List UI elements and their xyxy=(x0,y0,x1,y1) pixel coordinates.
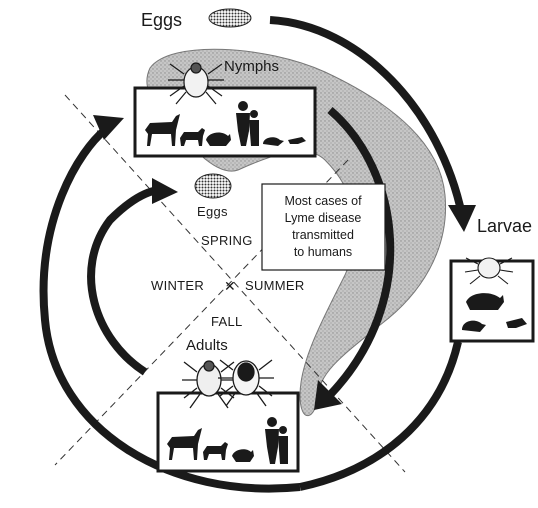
season-fall-label: FALL xyxy=(211,314,243,329)
egg-cluster-icon xyxy=(209,9,251,27)
eggs-top-label: Eggs xyxy=(141,10,182,30)
arrow-head-larvae xyxy=(448,205,476,232)
note-line-2: Lyme disease xyxy=(285,211,362,225)
season-cross-mark: ✕ xyxy=(224,278,236,294)
larvae-label: Larvae xyxy=(477,216,532,236)
nymphs-label: Nymphs xyxy=(224,58,279,75)
arrow-head-eggs-inner xyxy=(152,178,178,204)
season-spring-label: SPRING xyxy=(201,233,253,248)
eggs-inner-label: Eggs xyxy=(197,204,228,219)
note-line-4: to humans xyxy=(294,245,352,259)
season-summer-label: SUMMER xyxy=(245,278,305,293)
note-line-3: transmitted xyxy=(292,228,354,242)
adults-label: Adults xyxy=(186,337,228,354)
note-line-1: Most cases of xyxy=(284,194,362,208)
season-winter-label: WINTER xyxy=(151,278,204,293)
egg-cluster-icon xyxy=(195,174,231,198)
arrow-adults-to-eggs xyxy=(91,190,158,372)
